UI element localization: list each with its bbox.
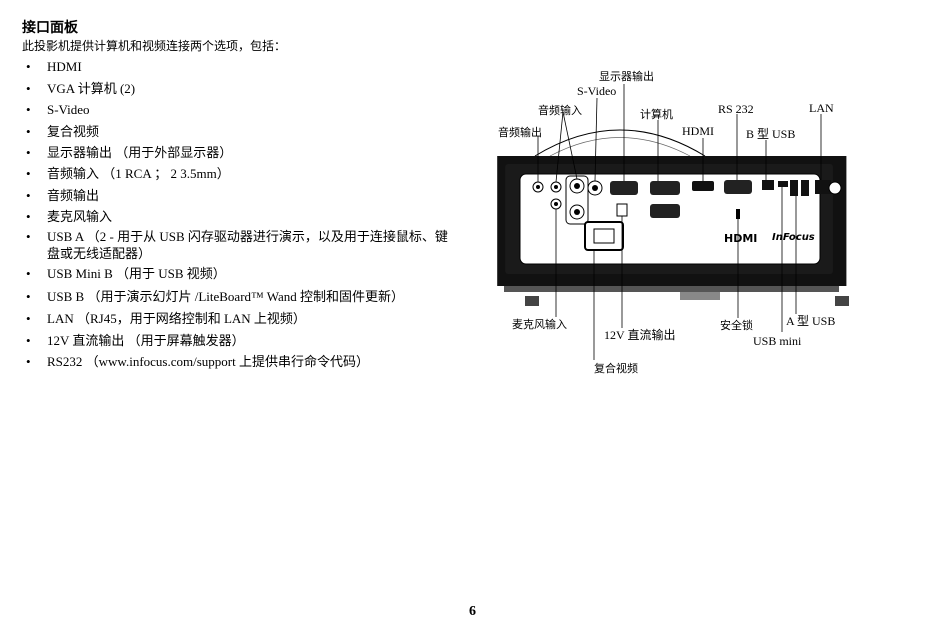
port-text: S-Video	[47, 102, 90, 117]
bullet: •	[26, 229, 31, 244]
list-item: • HDMI	[22, 58, 462, 75]
page-title: 接口面板	[22, 20, 78, 36]
page-number: 6	[469, 604, 476, 619]
port-text: 麦克风输入	[47, 209, 113, 224]
list-item: • 音频输入 （1 RCA ； 2 3.5mm）	[22, 165, 462, 182]
bullet: •	[26, 59, 31, 74]
label-composite: 复合视频	[594, 362, 638, 375]
label-rs232: RS 232	[718, 102, 754, 116]
port-text: 显示器输出 （用于外部显示器）	[47, 145, 233, 160]
port-text: USB B （用于演示幻灯片 /LiteBoard™ Wand 控制和固件更新）	[47, 289, 405, 304]
bullet: •	[26, 124, 31, 139]
port-text: USB A （2 - 用于从 USB 闪存驱动器进行演示，以及用于连接鼠标、键盘…	[47, 229, 448, 261]
list-item: • USB Mini B （用于 USB 视频）	[22, 265, 462, 282]
bullet: •	[26, 166, 31, 181]
list-item: • USB B （用于演示幻灯片 /LiteBoard™ Wand 控制和固件更新…	[22, 288, 462, 305]
label-s-video: S-Video	[577, 84, 617, 98]
label-audio-in: 音频输入	[538, 104, 582, 117]
port-text: 音频输入 （1 RCA ； 2 3.5mm）	[47, 166, 230, 181]
label-dc-out: 12V 直流输出	[604, 328, 676, 342]
bullet: •	[26, 209, 31, 224]
port-text: LAN （RJ45，用于网络控制和 LAN 上视频）	[47, 311, 306, 326]
port-text: HDMI	[47, 59, 82, 74]
port-text: 复合视频	[47, 124, 100, 139]
bullet: •	[26, 311, 31, 326]
label-usb-a: A 型 USB	[786, 314, 836, 328]
bullet: •	[26, 81, 31, 96]
label-audio-out: 音频输出	[498, 126, 542, 139]
bullet: •	[26, 354, 31, 369]
list-item: • 麦克风输入	[22, 208, 462, 225]
label-usb-b: B 型 USB	[746, 127, 796, 141]
label-hdmi: HDMI	[682, 124, 714, 138]
port-text: 音频输出	[47, 188, 100, 203]
port-text: USB Mini B （用于 USB 视频）	[47, 266, 226, 281]
list-item: • 音频输出	[22, 187, 462, 204]
infocus-logo: InFocus	[772, 232, 815, 243]
bullet: •	[26, 188, 31, 203]
bullet: •	[26, 333, 31, 348]
list-item: • 复合视频	[22, 123, 462, 140]
hdmi-logo: HDMI	[724, 232, 758, 245]
label-computer: 计算机	[640, 108, 673, 121]
bullet: •	[26, 289, 31, 304]
intro-text: 此投影机提供计算机和视频连接两个选项，包括：	[22, 39, 287, 53]
list-item: • S-Video	[22, 101, 462, 118]
list-item: • 显示器输出 （用于外部显示器）	[22, 144, 462, 161]
list-item: • LAN （RJ45，用于网络控制和 LAN 上视频）	[22, 310, 462, 327]
bullet: •	[26, 145, 31, 160]
label-monitor-out: 显示器输出	[599, 70, 654, 83]
label-mic-in: 麦克风输入	[512, 318, 567, 331]
label-lan: LAN	[809, 101, 834, 115]
label-security-lock: 安全锁	[720, 319, 753, 332]
bullet: •	[26, 266, 31, 281]
list-item: • USB A （2 - 用于从 USB 闪存驱动器进行演示，以及用于连接鼠标、键…	[22, 228, 462, 262]
projector-rear-illustration	[497, 84, 849, 360]
connector-panel-figure: HDMI InFocus 显示器输出 S-Video 音频输入 计算机 RS 2…	[490, 64, 850, 384]
port-text: RS232 （www.infocus.com/support 上提供串行命令代码…	[47, 354, 369, 369]
list-item: • 12V 直流输出 （用于屏幕触发器）	[22, 332, 462, 349]
port-text: 12V 直流输出 （用于屏幕触发器）	[47, 333, 245, 348]
bullet: •	[26, 102, 31, 117]
port-text: VGA 计算机 (2)	[47, 81, 136, 96]
list-item: • RS232 （www.infocus.com/support 上提供串行命令代…	[22, 353, 462, 370]
list-item: • VGA 计算机 (2)	[22, 80, 462, 97]
label-usb-mini: USB mini	[753, 334, 802, 348]
